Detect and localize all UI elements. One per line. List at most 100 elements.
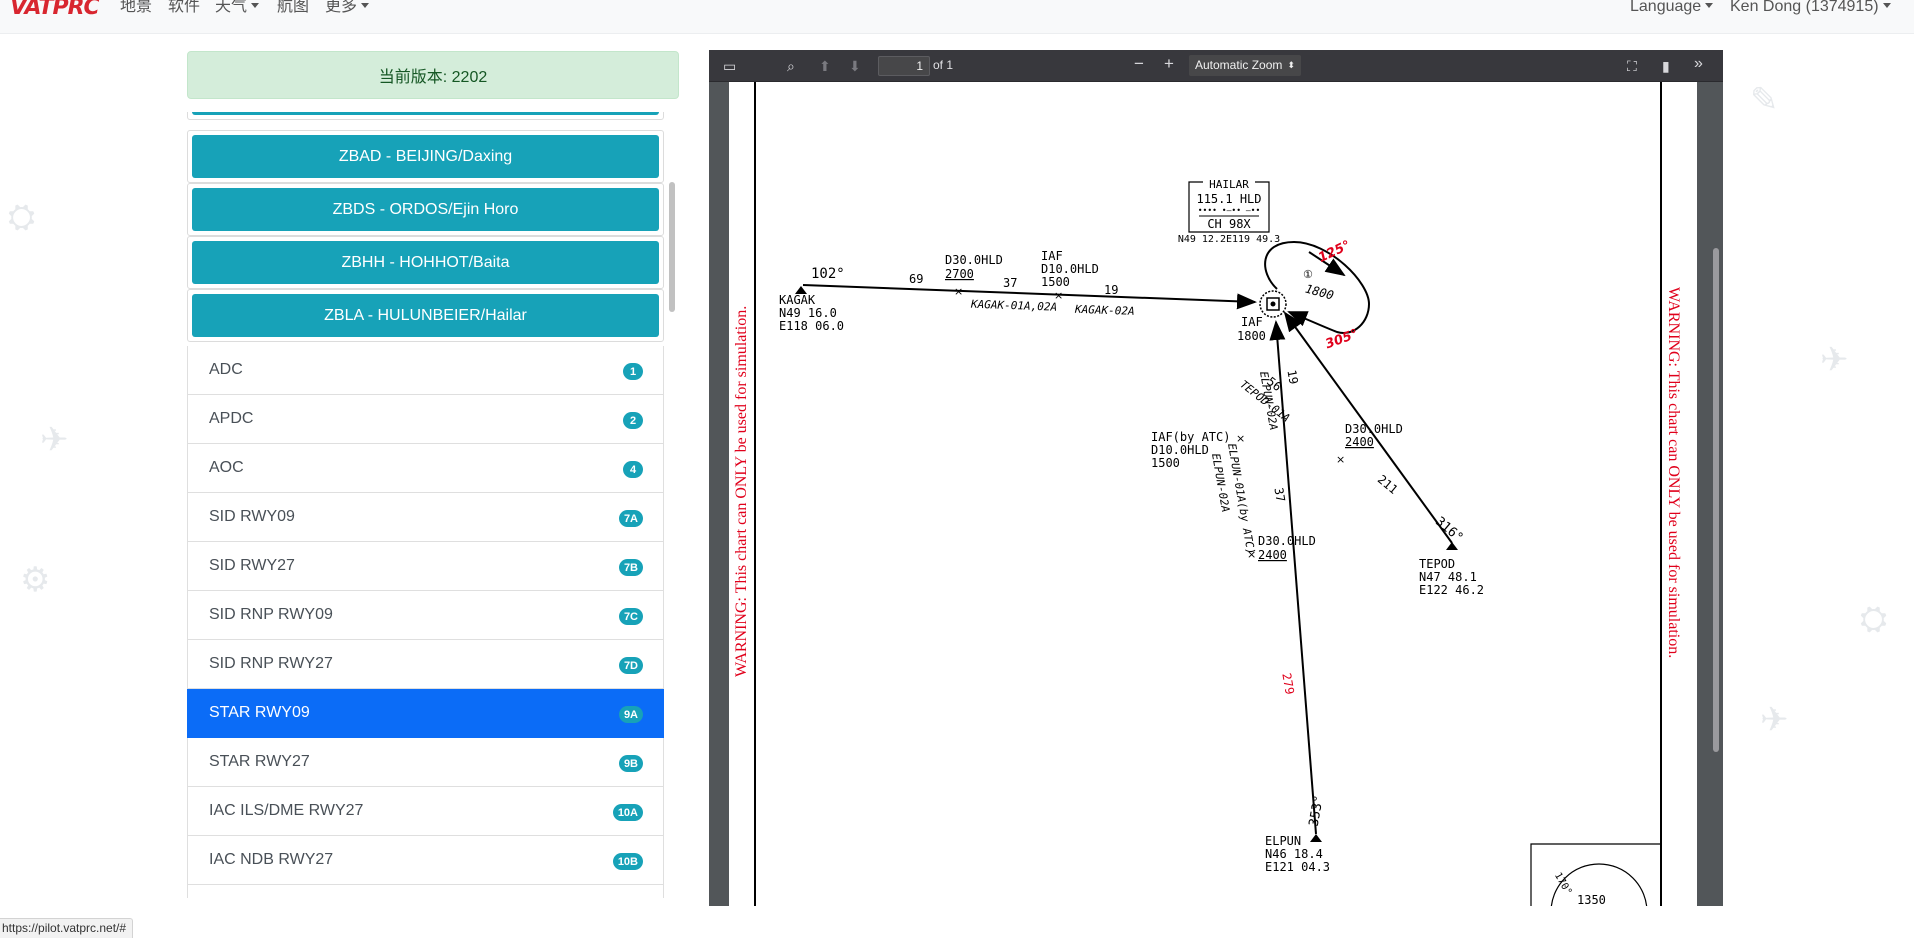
nav-software[interactable]: 软件: [168, 0, 201, 15]
kagak-d10-fix: D10.0HLD: [1041, 262, 1099, 276]
elpun-d30-alt: 2400: [1258, 548, 1287, 562]
elpun-route-line: [1269, 320, 1317, 835]
elpun-dist-3: 279: [1279, 672, 1297, 696]
background-doodle-icon: ✈: [40, 421, 69, 459]
elpun-d30-cross-icon: ×: [1247, 548, 1256, 561]
tepod-course: 316°: [1432, 514, 1466, 546]
chevron-updown-icon: ⬍: [1287, 60, 1295, 70]
pdf-viewer: ▭ ⌕ ⬆ ⬇ 1 of 1 − + Automatic Zoom⬍ ⛶ ▮ »…: [709, 50, 1723, 906]
zoom-in-button[interactable]: +: [1164, 54, 1174, 73]
chart-label: AOC: [209, 459, 244, 476]
nav-weather[interactable]: 天气: [215, 0, 260, 15]
kagak-iaf: IAF: [1041, 249, 1063, 263]
user-dropdown[interactable]: Ken Dong (1374915): [1730, 0, 1891, 15]
navaid-frequency: 115.1 HLD: [1196, 192, 1261, 206]
elpun-lat: N46 18.4: [1265, 847, 1323, 861]
navaid-morse: •••• •–•• –••: [1198, 206, 1261, 215]
pdf-page: WARNING: This chart can ONLY be used for…: [729, 82, 1697, 906]
bookmark-icon[interactable]: ▮: [1662, 58, 1670, 74]
elpun-d10-cross-icon: ×: [1236, 432, 1245, 445]
navaid-channel: CH 98X: [1207, 217, 1251, 231]
pdf-scrollbar[interactable]: [1713, 248, 1719, 752]
elpun-d30-fix: D30.0HLD: [1258, 534, 1316, 548]
zoom-out-button[interactable]: −: [1134, 54, 1144, 73]
navaid-name: HAILAR: [1209, 178, 1249, 191]
airport-button-zbds[interactable]: ZBDS - ORDOS/Ejin Horo: [192, 188, 659, 231]
pdf-toolbar: ▭ ⌕ ⬆ ⬇ 1 of 1 − + Automatic Zoom⬍ ⛶ ▮ »: [709, 50, 1723, 82]
chart-label: STAR RWY09: [209, 704, 310, 721]
list-scrollbar[interactable]: [669, 182, 675, 312]
background-doodle-icon: ✈: [1760, 701, 1789, 739]
previous-page-icon[interactable]: ⬆: [819, 58, 831, 74]
hold-altitude: 1800: [1304, 282, 1336, 303]
msa-altitude: 1350: [1577, 893, 1606, 906]
airport-button[interactable]: [192, 112, 659, 115]
kagak-lat: N49 16.0: [779, 306, 837, 320]
kagak-lon: E118 06.0: [779, 319, 844, 333]
chart-label: ADC: [209, 361, 243, 378]
kagak-d30-alt: 2700: [945, 267, 974, 281]
nav-more-label: 更多: [325, 0, 358, 15]
chart-label: SID RNP RWY09: [209, 606, 333, 623]
elpun-course: 353°: [1307, 794, 1327, 827]
nav-scenery[interactable]: 地景: [120, 0, 153, 15]
chart-badge: 7A: [618, 510, 643, 527]
iaf-altitude: 1800: [1237, 329, 1266, 343]
vor-dot: [1270, 301, 1276, 307]
brand-logo[interactable]: VATPRC: [10, 0, 100, 20]
hold-outbound-course: 305°: [1323, 327, 1360, 353]
kagak-triangle: [795, 286, 807, 294]
chart-item-partial[interactable]: [187, 885, 664, 898]
hold-time: ①: [1303, 268, 1313, 281]
page-number-input[interactable]: 1: [878, 56, 930, 76]
airport-chart-list: ZBAD - BEIJING/Daxing ZBDS - ORDOS/Ejin …: [187, 112, 664, 898]
kagak-route-label-1: KAGAK-01A,02A: [970, 298, 1057, 314]
chart-item-aoc[interactable]: AOC 4: [187, 444, 664, 493]
nav-charts[interactable]: 航图: [277, 0, 310, 15]
next-page-icon[interactable]: ⬇: [849, 58, 861, 74]
nav-weather-label: 天气: [215, 0, 248, 15]
elpun-lon: E121 04.3: [1265, 860, 1330, 874]
airport-button-zbhh[interactable]: ZBHH - HOHHOT/Baita: [192, 241, 659, 284]
chart-badge: 4: [623, 461, 643, 478]
airport-button-zbla[interactable]: ZBLA - HULUNBEIER/Hailar: [192, 294, 659, 337]
holding-pattern: [1264, 240, 1371, 334]
chart-badge: 7D: [618, 657, 643, 674]
airport-item: ZBHH - HOHHOT/Baita: [187, 236, 664, 289]
version-banner: 当前版本: 2202: [187, 51, 679, 99]
search-icon[interactable]: ⌕: [787, 58, 795, 74]
chart-badge: 10A: [612, 804, 643, 821]
airport-button-zbad[interactable]: ZBAD - BEIJING/Daxing: [192, 135, 659, 178]
chevron-down-icon: [1882, 3, 1891, 8]
background-doodle-icon: ✎: [1750, 81, 1779, 119]
kagak-d10-alt: 1500: [1041, 275, 1070, 289]
sidebar-toggle-icon[interactable]: ▭: [723, 58, 737, 74]
zoom-select[interactable]: Automatic Zoom⬍: [1189, 55, 1301, 76]
chart-badge: 9B: [618, 755, 643, 772]
chart-label: SID RWY27: [209, 557, 295, 574]
kagak-route-label-2: KAGAK-02A: [1074, 303, 1135, 318]
tepod-lon: E122 46.2: [1419, 583, 1484, 597]
status-bar-url: https://pilot.vatprc.net/#: [0, 918, 134, 938]
warning-left: WARNING: This chart can ONLY be used for…: [733, 306, 750, 677]
kagak-course: 102°: [811, 266, 845, 282]
nav-more[interactable]: 更多: [325, 0, 370, 15]
language-dropdown[interactable]: Language: [1630, 0, 1714, 15]
presentation-mode-icon[interactable]: ⛶: [1627, 58, 1637, 74]
tools-menu-icon[interactable]: »: [1694, 55, 1703, 72]
background-doodle-icon: ⛭: [1860, 600, 1888, 638]
chevron-down-icon: [251, 3, 260, 8]
elpun-dist-2: 37: [1271, 486, 1287, 503]
iaf-label: IAF: [1241, 315, 1263, 329]
